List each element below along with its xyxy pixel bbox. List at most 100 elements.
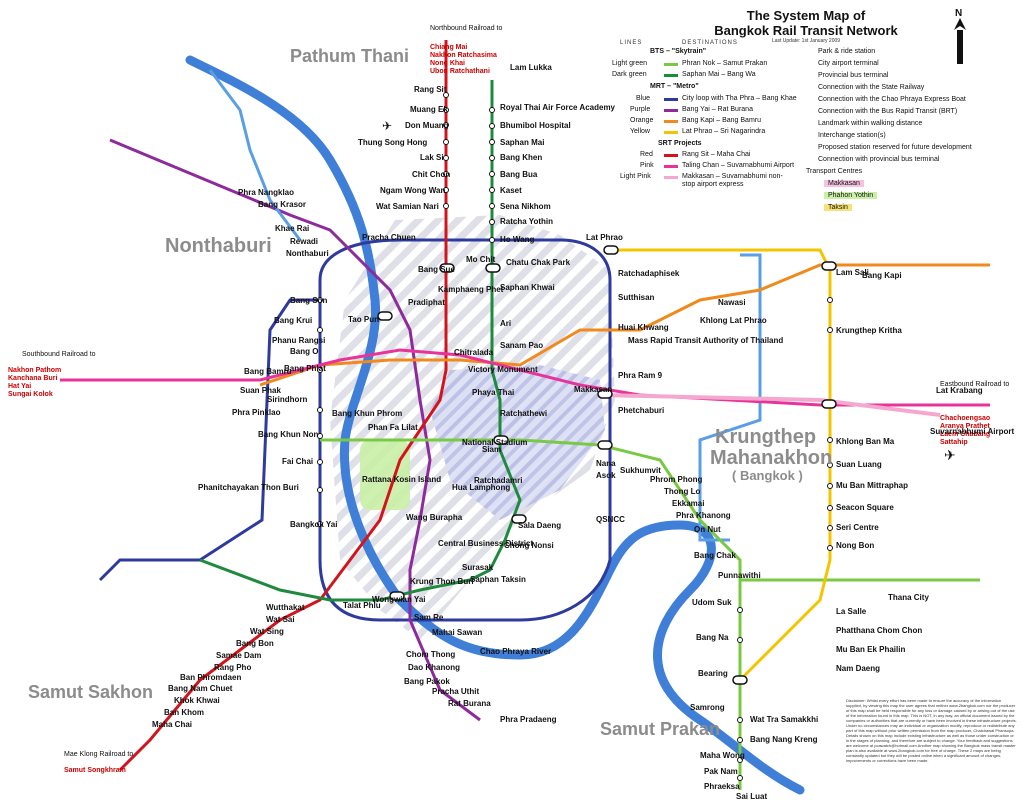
station-label: Ngam Wong Wan xyxy=(380,186,445,195)
legend-mrt: MRT – "Metro" xyxy=(650,83,699,90)
station-label: Mahai Sawan xyxy=(432,628,482,637)
station-dot xyxy=(443,203,449,209)
station-label: Dao Khanong xyxy=(408,663,460,672)
station-label: Ratchadaphisek xyxy=(618,269,680,278)
station-label: On Nut xyxy=(694,525,721,534)
compass-north-label: N xyxy=(955,8,962,19)
rattanakosin-label: Rattana Kosin Island xyxy=(362,475,441,484)
station-label: Siam xyxy=(482,445,501,454)
airplane-icon: ✈ xyxy=(944,447,956,463)
legend-symbol: Connection with provincial bus terminal xyxy=(818,156,940,163)
station-label: Bang Khen xyxy=(500,153,542,162)
station-label: Thung Song Hong xyxy=(358,138,427,147)
legend-swatch xyxy=(664,154,678,157)
station-dot xyxy=(489,139,495,145)
blue-line-west xyxy=(98,298,320,582)
east-railroad-title: Eastbound Railroad to xyxy=(940,381,1009,388)
legend-line-name: Light Pink xyxy=(620,173,651,180)
station-label: Mass Rapid Transit Authority of Thailand xyxy=(628,336,783,345)
station-label: Maha Wong xyxy=(700,751,745,760)
station-dot xyxy=(827,525,833,531)
station-label: Bang Son xyxy=(290,296,327,305)
station-label: Wat Sing xyxy=(250,627,284,636)
interchange-samrong xyxy=(732,675,748,685)
station-label: National Stadium xyxy=(462,438,527,447)
region-mahanakhon: Mahanakhon xyxy=(710,447,832,469)
station-label: Mu Ban Ek Phailin xyxy=(836,645,905,654)
station-label: Lam Sali xyxy=(836,268,869,277)
station-label: Pracha Chuen xyxy=(362,233,416,242)
region-bangkok: ( Bangkok ) xyxy=(732,468,803,483)
disclaimer-text: Disclaimer: Whilst every effort has been… xyxy=(846,698,1017,763)
station-label: Sutthisan xyxy=(618,293,655,302)
airplane-icon: ✈ xyxy=(382,119,392,133)
station-label: Seacon Square xyxy=(836,503,894,512)
region-krungthep: Krungthep xyxy=(715,426,816,448)
south-railroad-title: Southbound Railroad to xyxy=(22,351,96,358)
station-label: Ari xyxy=(500,319,511,328)
dark-green-line xyxy=(199,80,522,602)
region-samut-sakhon: Samut Sakhon xyxy=(28,682,153,702)
interchange-sala-daeng xyxy=(511,514,527,524)
station-dot xyxy=(737,607,743,613)
title-line2: Bangkok Rail Transit Network xyxy=(714,23,898,38)
station-label: Bang Nang Kreng xyxy=(750,735,818,744)
station-label: Samrong xyxy=(690,703,725,712)
legend-symbol: Proposed station reserved for future dev… xyxy=(818,144,972,151)
station-label: Victory Monument xyxy=(468,365,538,374)
station-label: Phanu Rangsi xyxy=(272,336,325,345)
station-label: Fai Chai xyxy=(282,457,313,466)
station-label: Muang Ek xyxy=(410,105,448,114)
legend-line-dest: Taling Chan – Suvarnabhumi Airport xyxy=(682,162,795,169)
legend-symbol: City airport terminal xyxy=(818,60,879,67)
legend-bts: BTS – "Skytrain" xyxy=(650,48,707,55)
station-label: Mo Chit xyxy=(466,255,496,264)
station-dot xyxy=(737,737,743,743)
station-label: Ratchadamri xyxy=(474,476,522,485)
station-label: Sala Daeng xyxy=(518,521,561,530)
legend-line-name: Red xyxy=(640,151,653,158)
legend-lines-head: LINES xyxy=(620,40,643,46)
south-dest-2: Kanchana Buri xyxy=(8,375,57,382)
station-label: Surasak xyxy=(462,563,494,572)
station-dot xyxy=(317,327,323,333)
station-label: Pracha Uthit xyxy=(432,687,479,696)
legend-swatch xyxy=(664,176,678,179)
station-label: Chatu Chak Park xyxy=(506,258,571,267)
station-dot xyxy=(827,462,833,468)
station-label: Suan Phak xyxy=(240,386,281,395)
station-label: Phra Khanong xyxy=(676,511,731,520)
station-label: Royal Thai Air Force Academy xyxy=(500,103,616,112)
legend-line-dest: Lat Phrao – Sri Nagarindra xyxy=(682,128,766,135)
station-dot xyxy=(317,367,323,373)
station-dot xyxy=(443,107,449,113)
legend-symbol: Park & ride station xyxy=(818,48,876,55)
south-dest-1: Nakhon Pathom xyxy=(8,367,61,374)
station-label: Bang Sue xyxy=(418,265,455,274)
station-label: Sam Re xyxy=(414,613,444,622)
legend-line-name: Purple xyxy=(630,106,651,113)
interchange-bang-sue xyxy=(439,263,455,273)
station-label: Lat Phrao xyxy=(586,233,623,242)
legend-swatch xyxy=(664,98,678,101)
station-dot xyxy=(489,155,495,161)
station-label: Kaset xyxy=(500,186,522,195)
station-label: Bang Khun Phrom xyxy=(332,409,402,418)
station-label: Suvarnabhumi Airport xyxy=(930,427,1014,436)
legend-symbol: Provincial bus terminal xyxy=(818,72,889,79)
north-railroad-title: Northbound Railroad to xyxy=(430,25,502,32)
north-dest-4: Ubon Ratchathani xyxy=(430,68,490,75)
station-label: Lak Si xyxy=(420,153,444,162)
station-label: Nonthaburi xyxy=(286,249,329,258)
legend-swatch xyxy=(664,63,678,66)
legend-line-name: Yellow xyxy=(630,128,650,135)
station-label: Bang Kapi xyxy=(862,271,902,280)
legend-line-dest: Makkasan – Suvarnabhumi non-stop airport… xyxy=(682,173,783,188)
legend-line-dest: Rang Sit – Maha Chai xyxy=(682,151,751,158)
cbd-label: Central Business District xyxy=(438,539,533,548)
station-label: Phra Pinklao xyxy=(232,408,281,417)
legend-line-dest: Bang Yai – Rat Burana xyxy=(682,106,753,113)
station-label: Maha Chai xyxy=(152,720,192,729)
legend-symbol: Landmark within walking distance xyxy=(818,120,923,127)
station-label: Khlong Ban Ma xyxy=(836,437,895,446)
